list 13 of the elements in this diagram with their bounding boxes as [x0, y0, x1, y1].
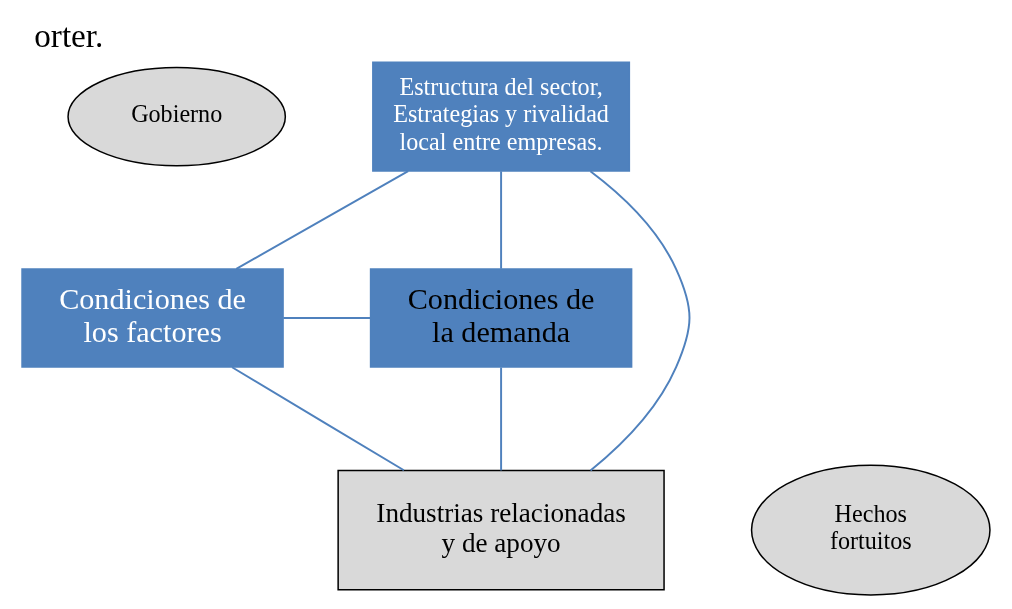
node-box: Condiciones de la demanda: [369, 268, 633, 368]
node-box: Condiciones de los factores: [21, 268, 284, 368]
node-box: Estructura del sector, Estrategias y rivalidad local entre empresas.: [372, 61, 631, 172]
node-ellipse: Hechos fortuitos: [750, 464, 991, 596]
connector: [231, 366, 405, 472]
node-box: Industrias relacionadas y de apoyo: [337, 469, 665, 591]
connector: [282, 317, 372, 320]
node-ellipse: Gobierno: [67, 66, 287, 167]
connector: [500, 366, 503, 472]
diagram-title: orter.: [34, 16, 104, 54]
connector: [235, 170, 410, 270]
connector: [500, 170, 503, 270]
connector: [589, 170, 691, 472]
